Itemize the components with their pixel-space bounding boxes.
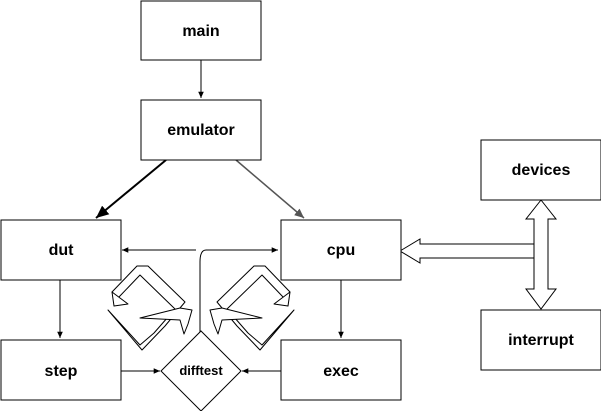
node-exec: exec (280, 339, 402, 401)
node-difftest: difftest (160, 330, 242, 412)
node-exec-label: exec (323, 363, 359, 380)
node-cpu-label: cpu (327, 242, 355, 259)
node-interrupt: interrupt (480, 309, 601, 371)
node-interrupt-label: interrupt (508, 332, 574, 349)
node-emulator-label: emulator (167, 122, 235, 139)
node-step-label: step (45, 363, 78, 380)
edge-difftest-bus (199, 249, 207, 340)
node-main: main (140, 0, 262, 61)
loop-arrow-right (209, 265, 295, 351)
node-dut-label: dut (49, 242, 75, 259)
bus-arrow-to-cpu (399, 238, 544, 264)
node-difftest-label: difftest (179, 363, 223, 378)
node-dut: dut (0, 219, 122, 281)
node-main-label: main (182, 23, 219, 40)
node-emulator: emulator (140, 99, 262, 161)
edge-emulator-cpu (235, 159, 305, 219)
node-devices-label: devices (512, 162, 571, 179)
node-cpu: cpu (280, 219, 402, 281)
node-step: step (0, 339, 122, 401)
node-devices: devices (480, 139, 601, 201)
bus-arrow-devices-interrupt (524, 199, 558, 310)
edge-emulator-dut (95, 159, 167, 219)
loop-arrow-left (107, 265, 193, 351)
